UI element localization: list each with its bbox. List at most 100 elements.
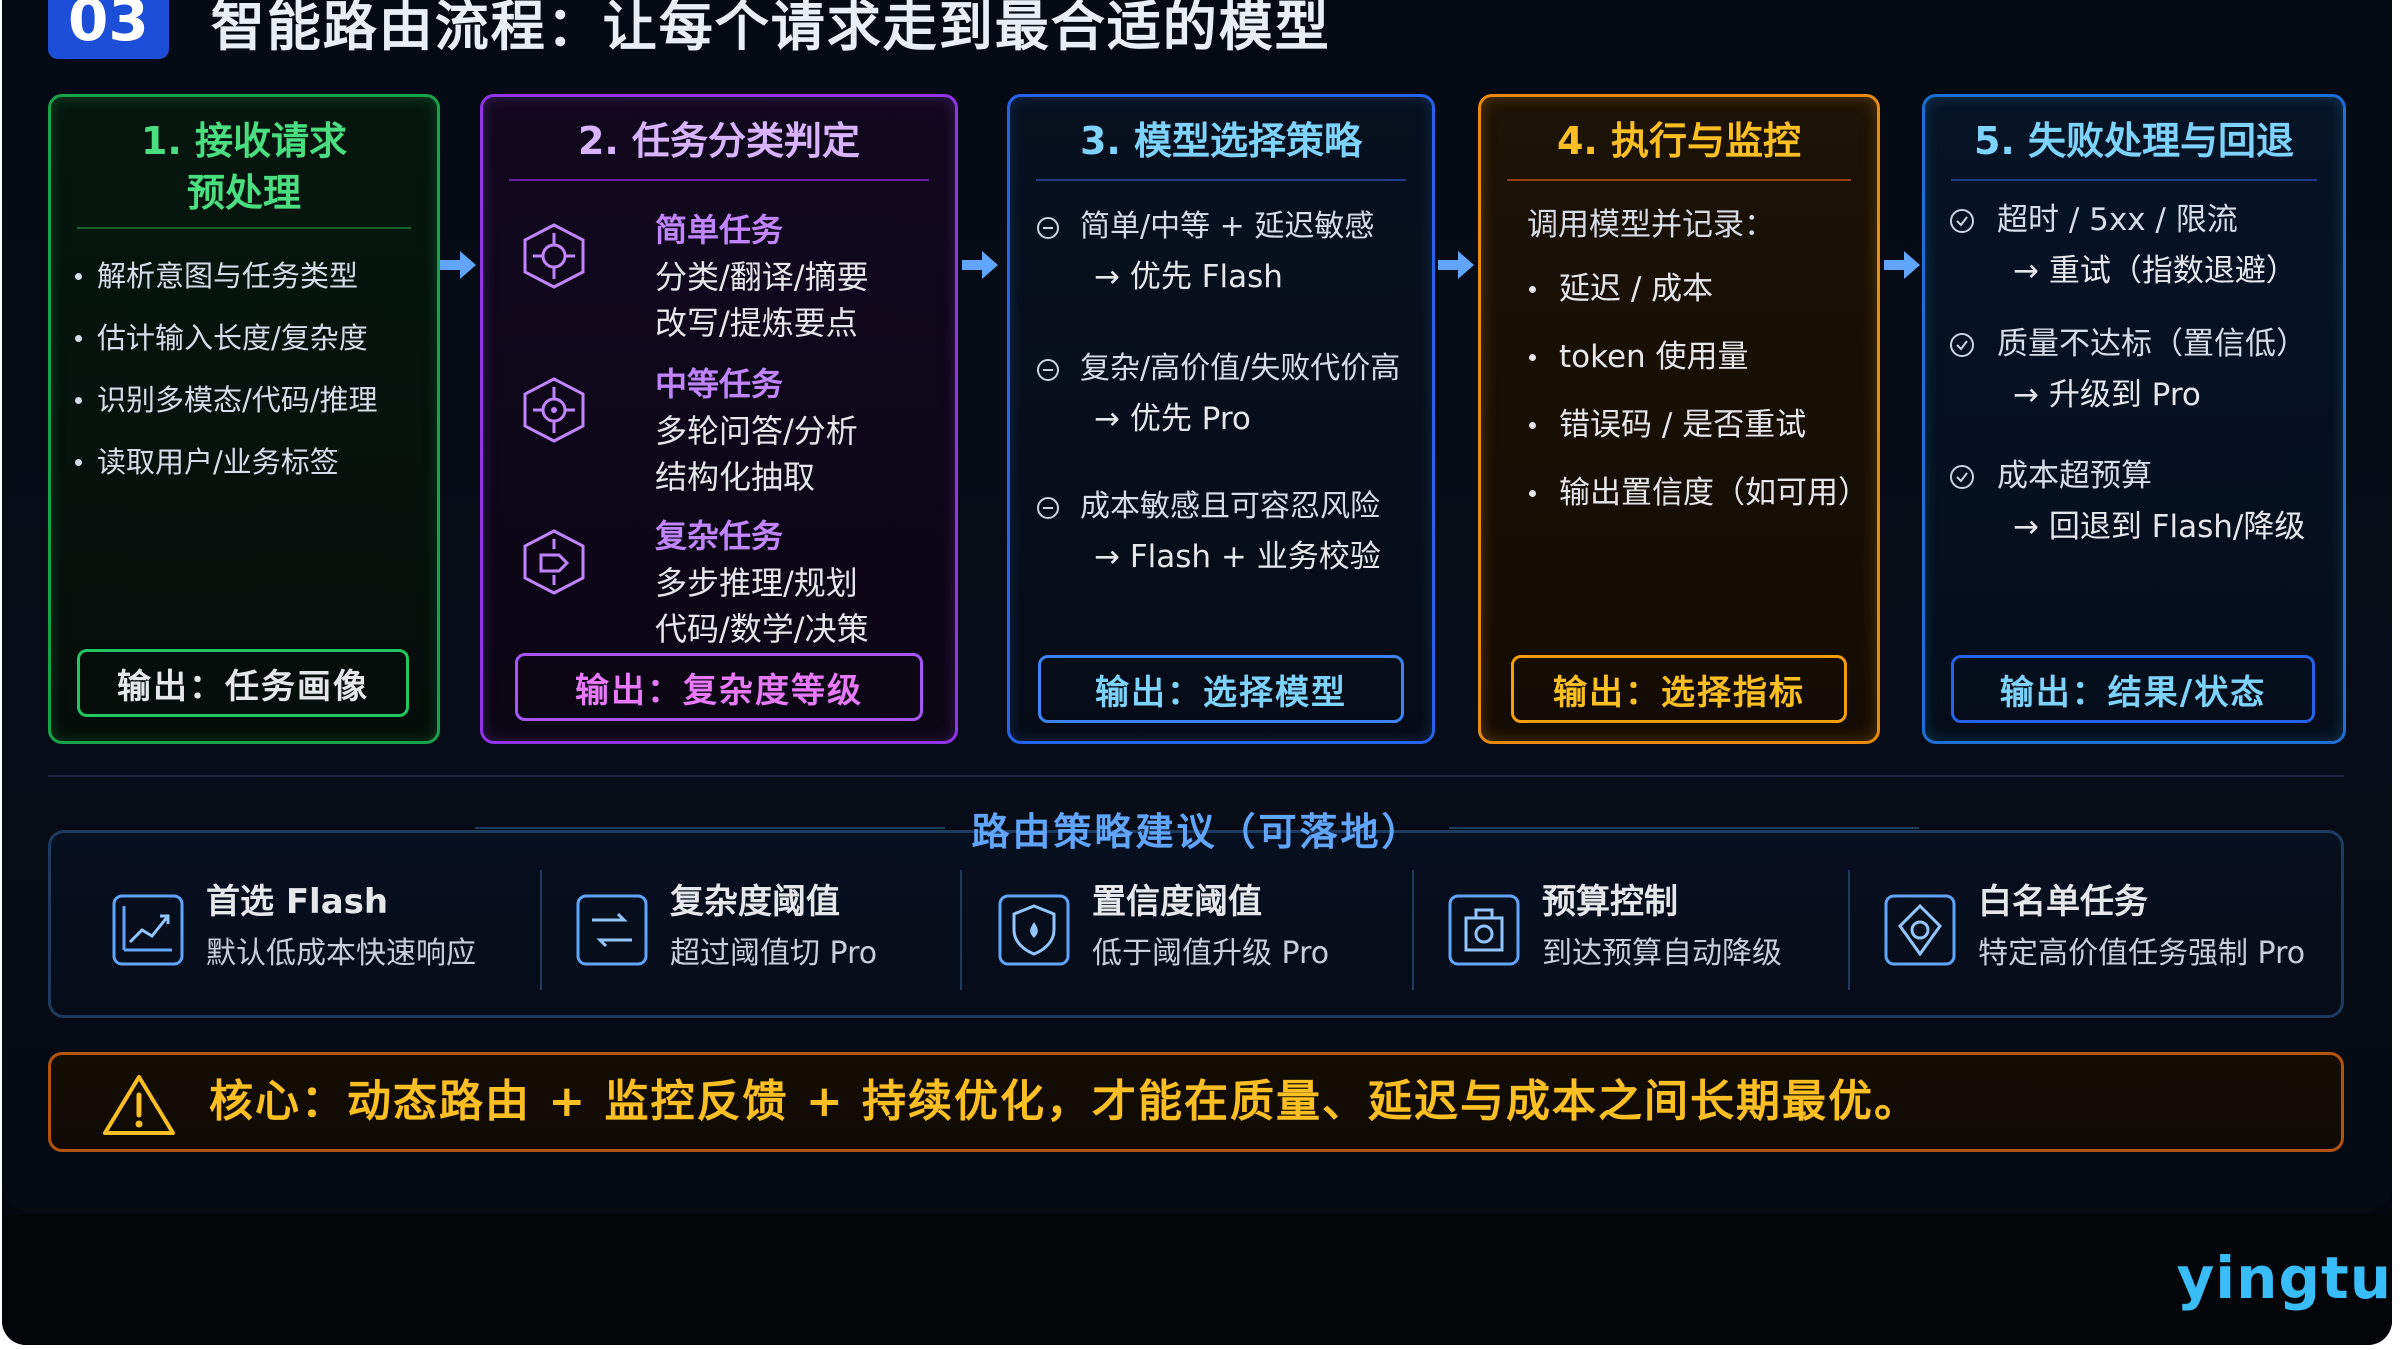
strategy-condition-text: 简单/中等 + 延迟敏感	[1080, 209, 1375, 244]
divider	[1507, 179, 1851, 181]
strategy-condition-text: 复杂/高价值/失败代价高	[1080, 351, 1401, 386]
list-item: 解析意图与任务类型	[75, 245, 378, 307]
slide: 03 智能路由流程：让每个请求走到最合适的模型 1. 接收请求 预处理 解析意图…	[2, 0, 2392, 1212]
step-title: 4. 执行与监控	[1556, 119, 1802, 163]
recommendation-desc: 到达预算自动降级	[1542, 936, 1782, 971]
strategy-condition: 成本敏感且可容忍风险	[1036, 485, 1422, 529]
minus-circle-icon	[1037, 359, 1059, 381]
bullet-list: 解析意图与任务类型 估计输入长度/复杂度 识别多模态/代码/推理 读取用户/业务…	[75, 245, 378, 493]
task-detail: 分类/翻译/摘要	[655, 258, 869, 296]
shield-icon	[998, 894, 1070, 966]
step-title: 5. 失败处理与回退	[1973, 119, 2295, 163]
warning-icon	[103, 1075, 175, 1135]
divider	[1951, 179, 2317, 181]
threshold-switch-icon	[576, 894, 648, 966]
core-takeaway-bar: 核心：动态路由 + 监控反馈 + 持续优化，才能在质量、延迟与成本之间长期最优。	[48, 1052, 2344, 1152]
divider	[1448, 827, 1919, 829]
strategy-result: → 优先 Flash	[1094, 259, 1283, 295]
list-item: 读取用户/业务标签	[75, 431, 378, 493]
footer-band	[2, 1214, 2392, 1345]
divider	[77, 227, 411, 229]
monitor-intro: 调用模型并记录：	[1527, 207, 1775, 243]
brand-watermark: yingtu	[2176, 1244, 2392, 1312]
step-output: 输出：复杂度等级	[515, 653, 923, 721]
section-number: 03	[48, 0, 169, 59]
minus-circle-icon	[1037, 497, 1059, 519]
strategy-result: → 优先 Pro	[1094, 401, 1251, 437]
fallback-result: → 回退到 Flash/降级	[2013, 509, 2306, 545]
step-title-line2: 预处理	[186, 171, 301, 215]
strategy-item: 复杂/高价值/失败代价高 → 优先 Pro	[1036, 347, 1422, 447]
divider	[48, 775, 2344, 777]
divider	[475, 827, 946, 829]
fallback-condition: 超时 / 5xx / 限流	[1949, 197, 2337, 243]
divider	[1412, 870, 1414, 990]
recommendation-desc: 低于阈值升级 Pro	[1092, 936, 1330, 971]
simple-task-icon	[523, 223, 585, 289]
minus-circle-icon	[1037, 217, 1059, 239]
recommendation-desc: 超过阈值切 Pro	[670, 936, 878, 971]
step-output: 输出：选择指标	[1511, 655, 1847, 723]
divider	[540, 870, 542, 990]
step-output: 输出：任务画像	[77, 649, 409, 717]
task-detail: 代码/数学/决策	[655, 610, 869, 648]
fallback-condition: 质量不达标（置信低）	[1949, 321, 2337, 367]
divider	[1036, 179, 1406, 181]
step-title-line1: 1. 接收请求	[140, 119, 348, 163]
fallback-result: → 重试（指数退避）	[2013, 253, 2297, 289]
check-circle-icon	[1950, 465, 1974, 489]
list-item: 估计输入长度/复杂度	[75, 307, 378, 369]
slide-header: 03 智能路由流程：让每个请求走到最合适的模型	[48, 0, 1331, 66]
check-circle-icon	[1950, 209, 1974, 233]
step-output: 输出：选择模型	[1038, 655, 1404, 723]
step-card-model-select: 3. 模型选择策略 简单/中等 + 延迟敏感 → 优先 Flash 复杂/高价值…	[1007, 94, 1435, 744]
core-takeaway-text: 核心：动态路由 + 监控反馈 + 持续优化，才能在质量、延迟与成本之间长期最优。	[209, 1076, 1921, 1127]
recommendation-title: 首选 Flash	[206, 882, 389, 922]
fallback-rule: 成本超预算 → 回退到 Flash/降级	[1949, 453, 2337, 555]
trend-chart-icon	[112, 894, 184, 966]
fallback-rule: 质量不达标（置信低） → 升级到 Pro	[1949, 321, 2337, 423]
complex-task-icon	[523, 529, 585, 595]
step-title: 2. 任务分类判定	[577, 119, 861, 163]
check-circle-icon	[1950, 333, 1974, 357]
strategy-item: 简单/中等 + 延迟敏感 → 优先 Flash	[1036, 205, 1422, 305]
budget-icon	[1448, 894, 1520, 966]
recommendation-title: 白名单任务	[1978, 882, 2148, 922]
list-item: 延迟 / 成本	[1529, 255, 1869, 323]
recommendation-desc: 特定高价值任务强制 Pro	[1978, 936, 2306, 971]
task-name: 复杂任务	[655, 517, 784, 555]
fallback-condition-text: 质量不达标（置信低）	[1997, 326, 2307, 362]
divider	[1848, 870, 1850, 990]
step-card-execute-monitor: 4. 执行与监控 调用模型并记录： 延迟 / 成本 token 使用量 错误码 …	[1478, 94, 1880, 744]
page-title: 智能路由流程：让每个请求走到最合适的模型	[210, 0, 1331, 58]
recommendation-heading-row: 路由策略建议（可落地）	[2, 800, 2392, 856]
fallback-rule: 超时 / 5xx / 限流 → 重试（指数退避）	[1949, 197, 2337, 299]
recommendation-desc: 默认低成本快速响应	[206, 936, 476, 971]
step-card-classify: 2. 任务分类判定 简单任务 分类/翻译/摘要 改写/提炼要点 中等任务 多轮问…	[480, 94, 958, 744]
step-title: 3. 模型选择策略	[1079, 119, 1363, 163]
list-item: 输出置信度（如可用）	[1529, 459, 1869, 527]
task-detail: 改写/提炼要点	[655, 304, 858, 342]
fallback-condition-text: 超时 / 5xx / 限流	[1997, 202, 2238, 238]
recommendation-title: 置信度阈值	[1092, 882, 1262, 922]
task-detail: 多轮问答/分析	[655, 412, 858, 450]
list-item: 识别多模态/代码/推理	[75, 369, 378, 431]
step-card-receive: 1. 接收请求 预处理 解析意图与任务类型 估计输入长度/复杂度 识别多模态/代…	[48, 94, 440, 744]
medium-task-icon	[523, 377, 585, 443]
strategy-result: → Flash + 业务校验	[1094, 539, 1381, 575]
step-output: 输出：结果/状态	[1951, 655, 2315, 723]
strategy-condition-text: 成本敏感且可容忍风险	[1080, 489, 1380, 524]
flow-arrow-icon	[440, 251, 476, 279]
flow-arrow-icon	[962, 251, 998, 279]
task-name: 简单任务	[655, 211, 784, 249]
strategy-item: 成本敏感且可容忍风险 → Flash + 业务校验	[1036, 485, 1422, 585]
recommendation-panel	[48, 830, 2344, 1018]
step-title: 1. 接收请求 预处理	[51, 115, 437, 219]
step-card-fallback: 5. 失败处理与回退 超时 / 5xx / 限流 → 重试（指数退避） 质量不达…	[1922, 94, 2346, 744]
strategy-condition: 简单/中等 + 延迟敏感	[1036, 205, 1422, 249]
fallback-condition-text: 成本超预算	[1997, 458, 2152, 494]
flow-arrow-icon	[1884, 251, 1920, 279]
task-detail: 结构化抽取	[655, 458, 816, 496]
flow-arrow-icon	[1438, 251, 1474, 279]
